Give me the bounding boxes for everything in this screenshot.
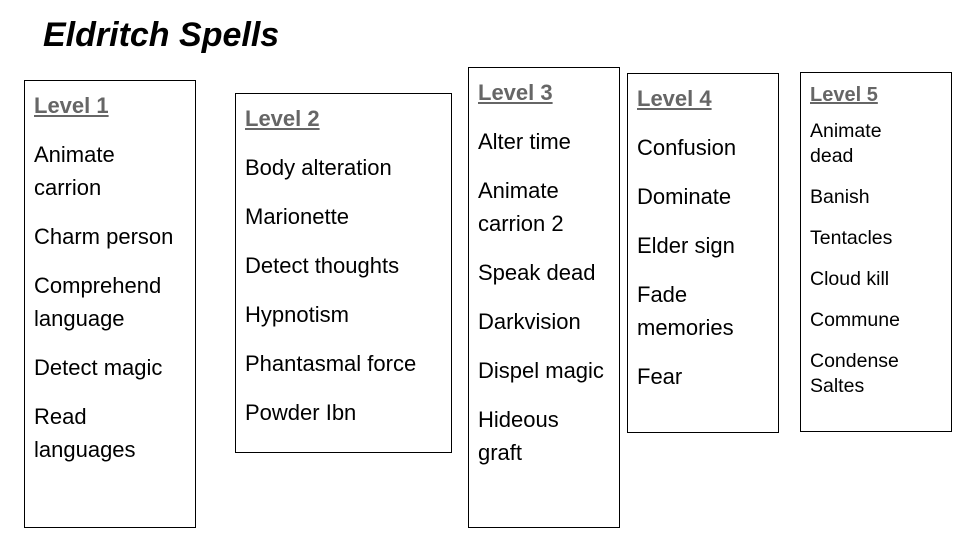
level-4-box: Level 4 Confusion Dominate Elder sign Fa… <box>627 73 779 433</box>
spell-item: Read languages <box>34 404 136 462</box>
spell-item: Body alteration <box>245 155 392 180</box>
spell-item: Phantasmal force <box>245 351 417 376</box>
spell-item: Fear <box>637 364 683 389</box>
spell-item: Comprehend language <box>34 273 162 331</box>
spell-item: Hypnotism <box>245 302 349 327</box>
level-2-box: Level 2 Body alteration Marionette Detec… <box>235 93 452 453</box>
level-3-box: Level 3 Alter time Animate carrion 2 Spe… <box>468 67 620 528</box>
spell-item: Powder Ibn <box>245 400 357 425</box>
spell-item: Detect thoughts <box>245 253 400 278</box>
level-heading: Level 3 <box>478 80 553 105</box>
spell-item: Dispel magic <box>478 358 604 383</box>
spell-item: Tentacles <box>810 227 893 249</box>
spell-item: Condense Saltes <box>810 350 899 397</box>
spell-item: Confusion <box>637 135 737 160</box>
spell-item: Animate carrion 2 <box>478 178 564 236</box>
spell-item: Dominate <box>637 184 732 209</box>
level-heading: Level 2 <box>245 106 320 131</box>
spell-item: Commune <box>810 309 900 331</box>
level-heading: Level 1 <box>34 93 109 118</box>
spell-item: Cloud kill <box>810 268 890 290</box>
spell-item: Banish <box>810 186 870 208</box>
spell-item: Hideous graft <box>478 407 559 465</box>
spell-item: Detect magic <box>34 355 163 380</box>
spell-item: Speak dead <box>478 260 596 285</box>
spell-item: Elder sign <box>637 233 735 258</box>
spell-item: Alter time <box>478 129 571 154</box>
spell-item: Darkvision <box>478 309 581 334</box>
slide-title: Eldritch Spells <box>43 16 280 54</box>
spell-item: Marionette <box>245 204 349 229</box>
spell-item: Charm person <box>34 224 174 249</box>
level-heading: Level 5 <box>810 84 878 106</box>
spell-item: Animate dead <box>810 120 882 167</box>
spell-item: Animate carrion <box>34 142 115 200</box>
level-5-box: Level 5 Animate dead Banish Tentacles Cl… <box>800 72 952 432</box>
level-1-box: Level 1 Animate carrion Charm person Com… <box>24 80 196 528</box>
spell-item: Fade memories <box>637 282 734 340</box>
level-heading: Level 4 <box>637 86 712 111</box>
